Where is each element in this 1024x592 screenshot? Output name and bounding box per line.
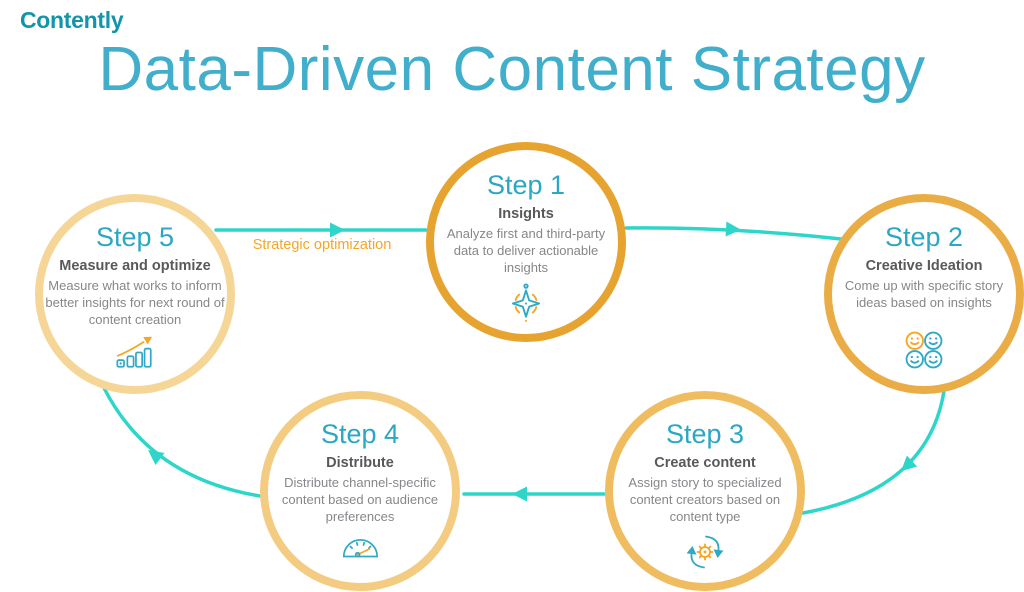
step-1-circle: Step 1 Insights Analyze first and third-… bbox=[426, 142, 626, 342]
step-1-title: Step 1 bbox=[486, 170, 566, 200]
sparkle-icon bbox=[511, 283, 541, 322]
arrowhead-2-to-3 bbox=[901, 455, 918, 472]
step-2-title: Step 2 bbox=[884, 222, 964, 252]
step-1-subtitle: Insights bbox=[498, 206, 554, 223]
step-3-circle: Step 3 Create content Assign story to sp… bbox=[605, 391, 805, 591]
strategic-optimization-label: Strategic optimization bbox=[252, 237, 392, 253]
smileys-icon bbox=[905, 331, 943, 369]
step-5-description: Measure what works to inform better insi… bbox=[45, 278, 225, 327]
page-title: Data-Driven Content Strategy bbox=[98, 35, 926, 104]
arrowhead-3-to-4 bbox=[512, 486, 527, 502]
bar-chart-icon bbox=[116, 336, 152, 368]
contently-logo: Contently bbox=[20, 7, 124, 33]
gear-cycle-icon bbox=[686, 535, 724, 569]
arrowhead-4-to-5 bbox=[148, 449, 165, 465]
arrowhead-1-to-2 bbox=[725, 221, 741, 237]
step-3-subtitle: Create content bbox=[654, 455, 756, 472]
arrowhead-5-to-1 bbox=[330, 222, 345, 238]
connector-2-to-3 bbox=[801, 389, 946, 515]
step-4-description: Distribute channel-specific content base… bbox=[281, 475, 439, 524]
step-3-description: Assign story to specialized content crea… bbox=[628, 475, 782, 524]
step-4-subtitle: Distribute bbox=[326, 455, 394, 472]
step-5-title: Step 5 bbox=[95, 222, 175, 252]
step-2-subtitle: Creative Ideation bbox=[865, 258, 983, 275]
step-3-title: Step 3 bbox=[665, 419, 745, 449]
step-5-subtitle: Measure and optimize bbox=[59, 258, 211, 275]
step-2-description: Come up with specific story ideas based … bbox=[844, 278, 1004, 310]
connector-4-to-5 bbox=[102, 386, 262, 498]
step-4-circle: Step 4 Distribute Distribute channel-spe… bbox=[260, 391, 460, 591]
step-4-title: Step 4 bbox=[320, 419, 400, 449]
step-5-circle: Step 5 Measure and optimize Measure what… bbox=[35, 194, 235, 394]
step-2-circle: Step 2 Creative Ideation Come up with sp… bbox=[824, 194, 1024, 394]
step-1-description: Analyze first and third-party data to de… bbox=[446, 226, 606, 275]
gauge-icon bbox=[342, 538, 379, 558]
